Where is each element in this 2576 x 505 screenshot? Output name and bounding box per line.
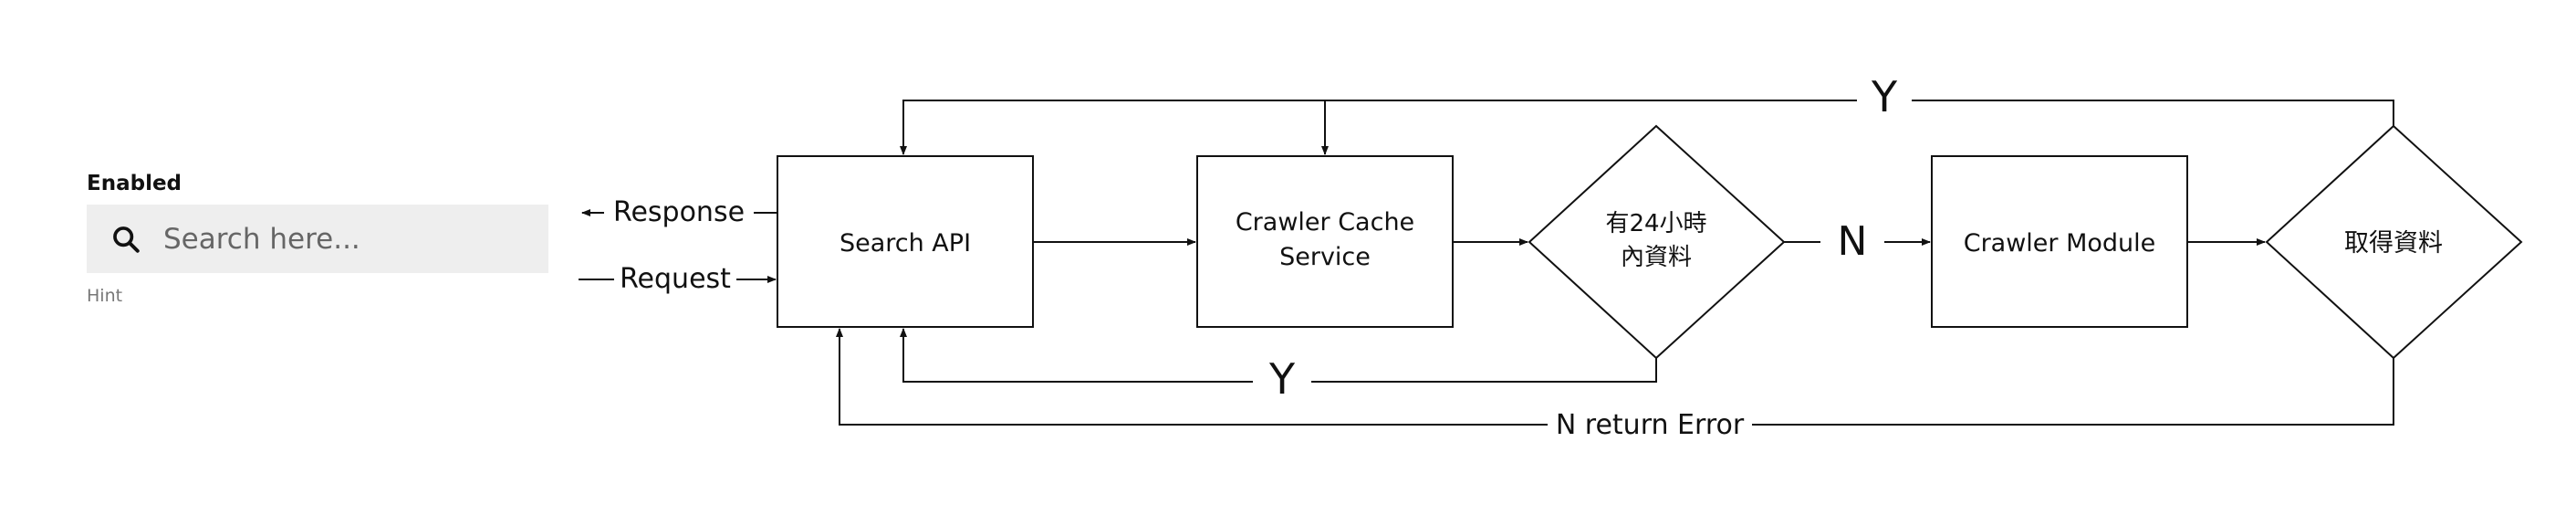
search-widget: Enabled Hint [87,172,548,306]
search-input[interactable] [162,221,530,257]
crawler-cache-label-line1: Crawler Cache [1236,208,1414,237]
decision-no-label: N [1838,218,1868,265]
search-box[interactable] [87,205,548,273]
request-label: Request [620,263,731,295]
decision-24h-label-line2: 內資料 [1621,244,1692,271]
error-label: N return Error [1556,409,1745,441]
fetch-data-label: 取得資料 [2344,229,2443,258]
decision-24h-label-line1: 有24小時 [1605,210,1706,237]
top-yes-label: Y [1871,72,1898,121]
bottom-yes-loop-right [1311,358,1657,383]
top-yes-loop-right [1912,100,2394,126]
decision-24h-diamond [1528,124,1786,360]
error-loop-left [836,328,1548,426]
crawler-cache-label-line2: Service [1279,243,1371,271]
crawler-module-label: Crawler Module [1964,229,2156,258]
bottom-yes-label: Y [1268,354,1296,404]
crawler-cache-service-box [1196,155,1454,328]
bottom-yes-loop-left [900,328,1253,383]
search-state-label: Enabled [87,172,183,195]
top-yes-loop-left [900,100,1857,155]
search-icon [113,226,140,253]
search-hint: Hint [87,286,123,306]
search-api-label: Search API [840,229,971,258]
response-label: Response [613,196,745,228]
error-loop-right [1752,358,2394,426]
